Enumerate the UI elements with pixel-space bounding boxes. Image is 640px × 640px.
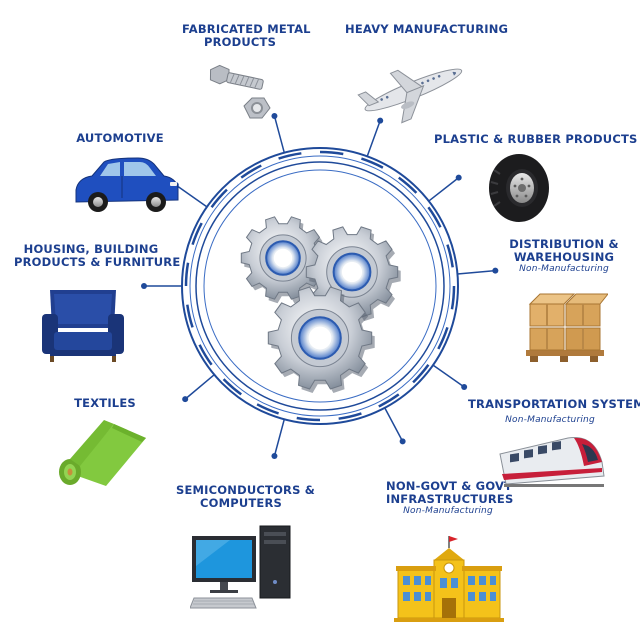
label-subtitle: Non-Manufacturing <box>505 415 595 425</box>
label-automotive: AUTOMOTIVE <box>70 132 170 145</box>
boxes-on-pallet-icon <box>526 293 608 362</box>
label-infrastructure: NON-GOVT & GOVT INFRASTRUCTURES Non-Manu… <box>386 479 514 517</box>
spoke-line <box>273 419 286 457</box>
ring-arc <box>338 412 362 420</box>
ring-arc <box>256 403 279 415</box>
label-line: NON-GOVT & GOVT <box>386 479 513 493</box>
gear-left <box>240 216 328 304</box>
ring-arc <box>186 304 194 328</box>
label-line: WAREHOUSING <box>513 250 615 264</box>
ring-arc <box>450 285 456 310</box>
ring-arc <box>222 378 242 396</box>
train-icon <box>499 437 605 487</box>
spoke-dot <box>377 117 384 124</box>
spoke-dot <box>271 112 278 119</box>
ring-arc <box>378 393 400 408</box>
label-transportation: TRANSPORTATION SYSTEMS Non-Manufacturing <box>468 397 640 426</box>
spoke-dot <box>182 396 189 403</box>
desktop-computer-icon <box>190 525 291 609</box>
ring-circle <box>189 155 451 417</box>
government-building-icon <box>394 536 504 622</box>
spoke-line <box>457 269 496 275</box>
ring-arc <box>361 157 384 169</box>
ring-arc <box>427 206 442 228</box>
label-line: HEAVY MANUFACTURING <box>345 22 509 36</box>
gears-icon <box>240 216 401 393</box>
spoke-dot <box>271 453 278 460</box>
label-line: COMPUTERS <box>199 496 283 510</box>
label-subtitle: Non-Manufacturing <box>403 506 493 516</box>
label-line: HOUSING, BUILDING <box>23 242 159 256</box>
armchair-icon <box>42 290 124 362</box>
label-distribution: DISTRIBUTION & WAREHOUSING Non-Manufactu… <box>505 238 623 275</box>
label-line: PLASTIC & RUBBER PRODUCTS <box>434 132 638 146</box>
label-housing: HOUSING, BUILDING PRODUCTS & FURNITURE <box>14 242 181 269</box>
gear-bottom <box>267 286 375 393</box>
label-line: PRODUCTS & FURNITURE <box>14 255 181 269</box>
ring-circle <box>203 169 437 403</box>
ring-circle <box>195 161 445 411</box>
ring-arc <box>412 364 430 384</box>
ring-arc <box>278 152 302 160</box>
label-fabricated-metal: FABRICATED METAL PRODUCTS <box>182 22 311 49</box>
label-line: PRODUCTS <box>203 35 277 49</box>
ring-arc <box>398 176 418 194</box>
car-icon <box>75 157 179 212</box>
spoke-line <box>184 374 215 400</box>
label-line: SEMICONDUCTORS & <box>176 483 316 497</box>
spoke-dot <box>492 267 499 274</box>
spoke-line <box>384 407 404 442</box>
spoke-dot <box>141 283 147 289</box>
spoke-line <box>432 364 465 388</box>
label-semiconductors: SEMICONDUCTORS & COMPUTERS <box>176 483 316 510</box>
tire-icon <box>489 154 549 222</box>
ring-arc <box>210 188 228 208</box>
label-line: DISTRIBUTION & <box>509 237 619 251</box>
airplane-icon <box>357 68 463 124</box>
spoke-dot <box>455 174 462 181</box>
label-line: TEXTILES <box>74 396 136 410</box>
spoke-dot <box>461 383 468 390</box>
label-line: AUTOMOTIVE <box>76 131 164 145</box>
ring-arc <box>296 416 321 422</box>
bolt-and-nut-icon <box>209 64 271 119</box>
label-plastic-rubber: PLASTIC & RUBBER PRODUCTS <box>434 132 638 146</box>
ring-arc <box>319 150 344 156</box>
ring-arc <box>437 327 449 350</box>
label-subtitle: Non-Manufacturing <box>519 264 609 274</box>
ring-arc <box>240 164 262 179</box>
ring-arc <box>198 344 213 366</box>
label-heavy-manufacturing: HEAVY MANUFACTURING <box>345 22 509 36</box>
ring-arc <box>446 244 454 268</box>
label-line: FABRICATED METAL <box>182 22 311 36</box>
spoke-line <box>273 115 286 153</box>
ring-arc <box>191 222 203 245</box>
label-line: TRANSPORTATION SYSTEMS <box>468 397 640 411</box>
label-line: INFRASTRUCTURES <box>386 492 514 506</box>
spoke-line <box>428 177 460 202</box>
label-textiles: TEXTILES <box>62 397 148 410</box>
ring-arc <box>184 262 190 287</box>
spoke-line <box>175 184 208 208</box>
spoke-line <box>366 120 381 157</box>
fabric-roll-icon <box>59 420 146 486</box>
spoke-dot <box>399 438 406 445</box>
